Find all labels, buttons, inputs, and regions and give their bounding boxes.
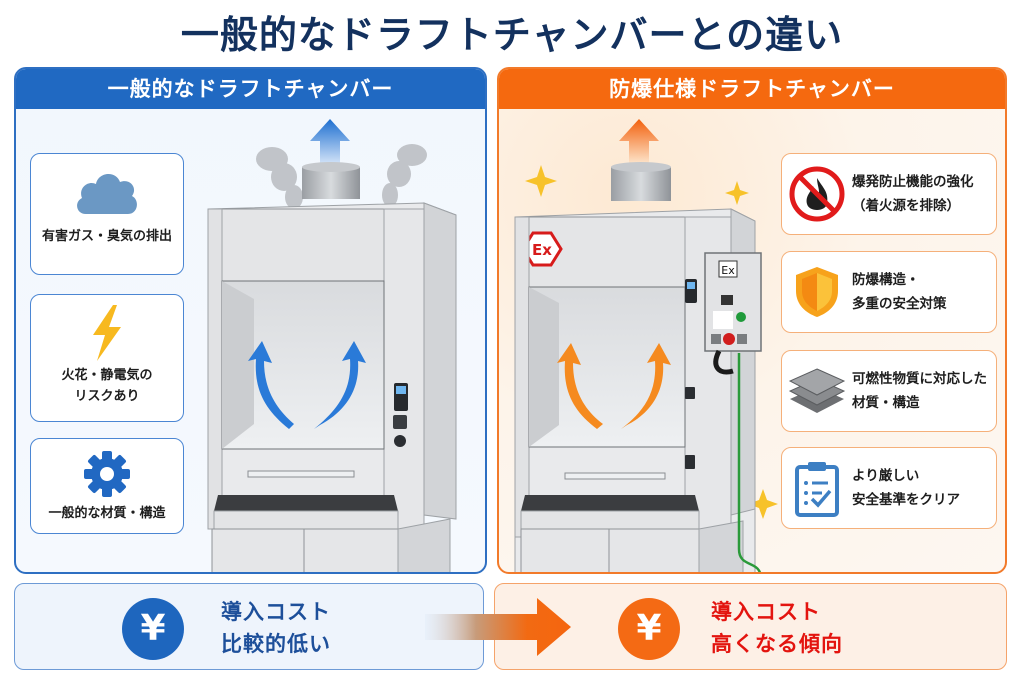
feature-text: 多重の安全対策 [852, 296, 947, 312]
explosion-proof-fume-hood-illustration: Ex Ex [514, 119, 778, 572]
cost-line: 導入コスト [221, 600, 331, 624]
cost-line: 高くなる傾向 [711, 632, 843, 656]
feature-text: 一般的な材質・構造 [48, 506, 166, 521]
feature-card-spark-risk: 火花・静電気の リスクあり [30, 294, 184, 422]
airflow-arrow-icon [248, 341, 294, 429]
gear-icon [84, 451, 130, 497]
feature-card-flammable-materials: 可燃性物質に対応した 材質・構造 [781, 350, 997, 432]
feature-text: 火花・静電気の [61, 368, 153, 383]
sparkle-icon [748, 489, 778, 519]
cost-high-box: ¥ 導入コスト 高くなる傾向 [494, 583, 1007, 670]
airflow-arrow-icon [557, 343, 603, 429]
feature-text: 防爆構造・ [852, 272, 920, 288]
svg-text:Ex: Ex [721, 264, 735, 277]
layers-icon [788, 368, 846, 413]
cost-low-text: 導入コスト 比較的低い [221, 596, 331, 660]
feature-card-general-material: 一般的な材質・構造 [30, 438, 184, 534]
cost-line: 比較的低い [221, 632, 331, 656]
clipboard-check-icon [795, 462, 839, 517]
feature-text: （着火源を排除） [852, 198, 960, 214]
feature-text: 有害ガス・臭気の排出 [41, 229, 172, 244]
general-panel-header: 一般的なドラフトチャンバー [16, 69, 485, 109]
no-fire-icon [789, 166, 845, 222]
explosion-proof-panel: 防爆仕様ドラフトチャンバー 爆発防止機能の強化 （着火源を排除） 防爆構造・ 多… [497, 67, 1007, 574]
feature-text: リスクあり [74, 389, 140, 404]
smoke-icon [256, 144, 427, 209]
feature-card-explosion-proof-structure: 防爆構造・ 多重の安全対策 [781, 251, 997, 333]
general-panel: 一般的なドラフトチャンバー 有害ガス・臭気の排出 火花・静電気の リスクあり [14, 67, 487, 574]
cost-high-text: 導入コスト 高くなる傾向 [711, 596, 843, 660]
feature-card-gas-exhaust: 有害ガス・臭気の排出 [30, 153, 184, 275]
sparkle-icon [725, 181, 749, 205]
exhaust-arrow-icon [619, 119, 659, 163]
exhaust-arrow-icon [310, 119, 350, 163]
feature-text: より厳しい [852, 468, 920, 484]
explosion-proof-panel-header: 防爆仕様ドラフトチャンバー [499, 69, 1005, 109]
yen-icon: ¥ [122, 598, 184, 660]
cloud-icon [77, 173, 137, 214]
cost-line: 導入コスト [711, 600, 821, 624]
general-fume-hood-illustration [207, 119, 457, 572]
airflow-arrow-icon [621, 343, 671, 429]
airflow-arrow-icon [314, 341, 366, 429]
feature-text: 材質・構造 [852, 395, 920, 411]
cost-low-box: ¥ 導入コスト 比較的低い [14, 583, 484, 670]
feature-text: 爆発防止機能の強化 [852, 174, 974, 190]
shield-icon [796, 267, 838, 317]
lightning-icon [93, 305, 121, 361]
feature-card-ignition-prevention: 爆発防止機能の強化 （着火源を排除） [781, 153, 997, 235]
page-title: 一般的なドラフトチャンバーとの違い [180, 13, 844, 57]
feature-text: 可燃性物質に対応した [852, 371, 987, 387]
feature-card-stricter-standards: より厳しい 安全基準をクリア [781, 447, 997, 529]
feature-text: 安全基準をクリア [852, 492, 960, 508]
sparkle-icon [525, 165, 557, 197]
explosion-proof-control-box: Ex [704, 252, 762, 375]
ground-wire [737, 353, 761, 572]
svg-text:Ex: Ex [532, 241, 552, 259]
ex-mark-icon: Ex [521, 231, 563, 267]
yen-icon: ¥ [618, 598, 680, 660]
cost-comparison-arrow-icon [425, 598, 571, 656]
